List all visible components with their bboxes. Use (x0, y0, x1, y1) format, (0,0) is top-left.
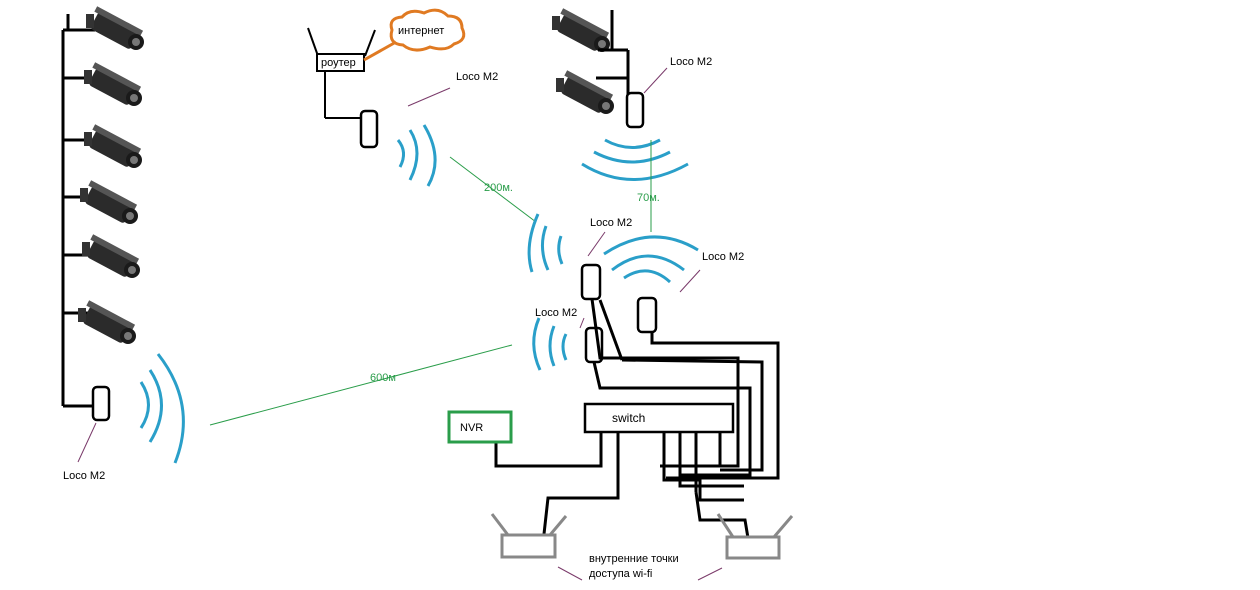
link-600 (209, 344, 513, 426)
wifi-wave-icon (603, 235, 699, 284)
cctv-camera-icon (78, 300, 136, 345)
loco-device-icon (91, 385, 111, 422)
distance-label-70: 70м. (637, 192, 660, 204)
loco-device-icon (359, 109, 379, 149)
cctv-camera-icon (552, 8, 610, 53)
link-200 (449, 156, 537, 223)
loco-device-icon (625, 91, 645, 129)
access-point-icon (490, 513, 568, 559)
wifi-points-label-line2: доступа wi-fi (589, 568, 653, 580)
cctv-camera-icon (82, 234, 140, 279)
loco-label-center: Loco M2 (590, 217, 633, 229)
pointer-line (579, 317, 585, 329)
wifi-wave-icon (527, 213, 564, 273)
nvr-label: NVR (460, 422, 484, 434)
left-camera-pole (61, 14, 95, 408)
pointer-line (77, 422, 97, 463)
loco-label-right: Loco M2 (702, 251, 745, 263)
right-camera-pole (596, 10, 630, 95)
router-icon (307, 27, 376, 119)
distance-label-600: 600м (370, 372, 396, 384)
switch-box (583, 402, 735, 434)
switch-cabling (494, 298, 780, 539)
internet-label: интернет (398, 25, 445, 37)
pointer-line (407, 87, 451, 107)
loco-label-router: Loco M2 (456, 71, 499, 83)
internet-link (363, 40, 397, 62)
wifi-points-label-line1: внутренние точки (589, 553, 679, 565)
loco-device-icon (636, 296, 658, 334)
switch-label: switch (612, 411, 646, 425)
wifi-wave-icon (396, 124, 437, 187)
pointer-line (557, 566, 583, 581)
loco-label-top-right: Loco M2 (670, 56, 713, 68)
distance-label-200: 200м. (484, 182, 513, 194)
wifi-wave-icon (581, 138, 689, 181)
access-point-icon (716, 513, 794, 560)
router-label: роутер (321, 57, 356, 69)
nvr-box (447, 410, 513, 444)
pointer-line (679, 269, 701, 293)
loco-label-mid: Loco M2 (535, 307, 578, 319)
cctv-camera-icon (84, 124, 142, 169)
cctv-camera-icon (86, 6, 144, 51)
pointer-line (643, 67, 668, 94)
wifi-wave-icon (139, 353, 185, 464)
cctv-camera-icon (84, 62, 142, 107)
wifi-wave-icon (532, 317, 568, 371)
loco-device-icon (580, 263, 602, 301)
cloud-icon (389, 8, 466, 52)
loco-label-left: Loco M2 (63, 470, 106, 482)
pointer-line (697, 567, 723, 581)
cctv-camera-icon (80, 180, 138, 225)
pointer-line (587, 231, 606, 257)
